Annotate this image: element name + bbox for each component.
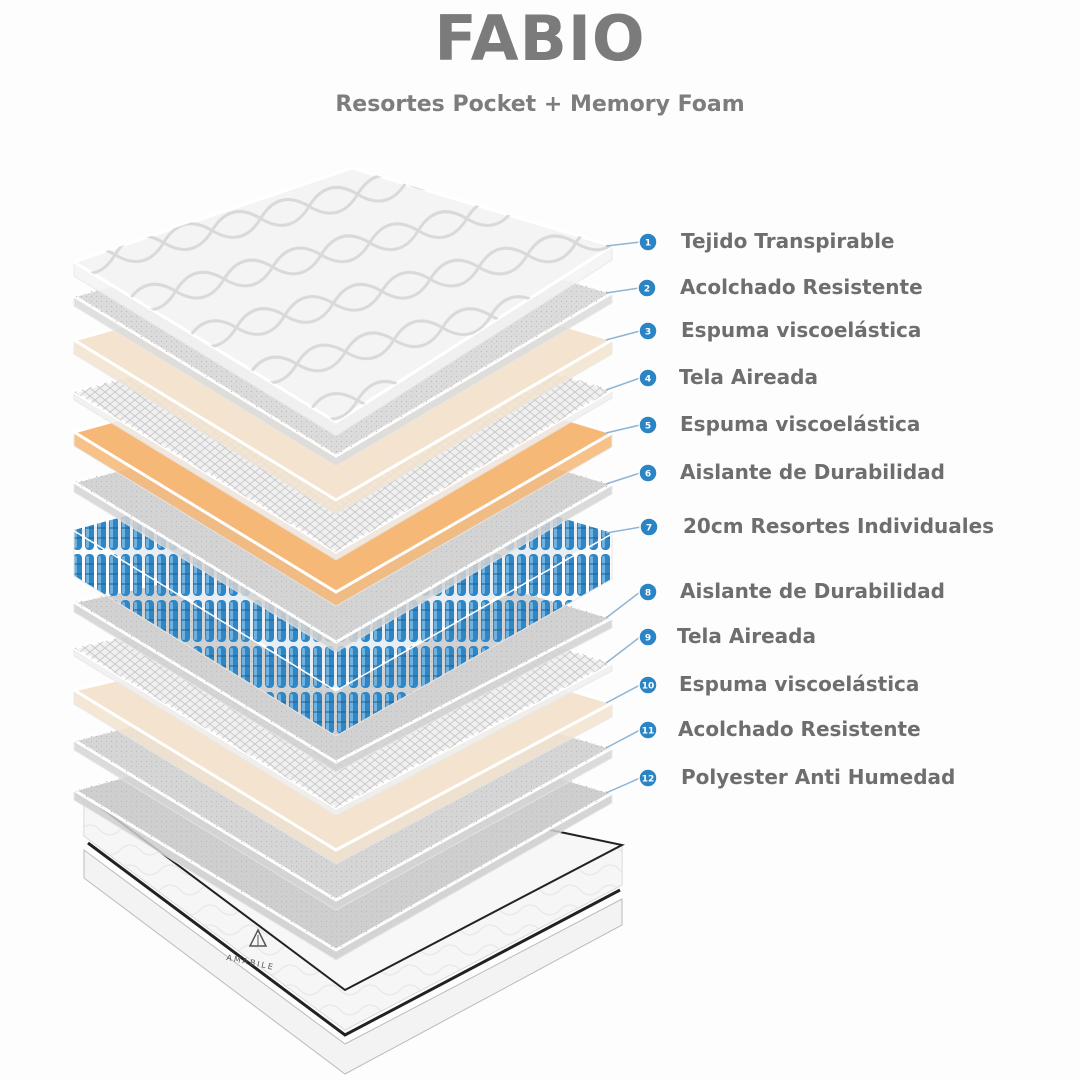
layer-badge-3 [638,321,658,341]
layer-badge-number: 11 [642,727,655,737]
layer-badge-5 [638,415,658,435]
leader-line-9 [605,636,641,664]
layer-label: Espuma viscoelástica [680,412,921,436]
layer-badge-10 [638,675,658,695]
layer-label: Aislante de Durabilidad [680,460,945,484]
layer-badge-7 [639,517,659,537]
layer-badge-number: 1 [645,239,651,249]
layer-badge-number: 10 [642,682,655,692]
leader-line-7 [605,526,642,534]
layer-badge-number: 8 [645,589,651,599]
layer-badge-9 [638,627,658,647]
brand-logo-icon [248,928,268,947]
layer-label: Tela Aireada [677,624,816,648]
layer-1-texture [74,168,612,422]
layer-badge-number: 3 [645,328,651,338]
layer-badge-number: 4 [645,375,651,385]
layer-label: Polyester Anti Humedad [681,765,956,789]
leader-line-11 [605,729,641,749]
layer-badge-number: 6 [645,470,651,480]
layer-badge-number: 2 [644,285,650,295]
layer-label: 20cm Resortes Individuales [683,514,995,538]
leader-line-6 [605,472,641,485]
leader-line-8 [605,591,641,619]
layer-badge-11 [638,720,658,740]
layer-badge-8 [638,582,658,602]
leader-line-12 [605,777,641,794]
leader-line-10 [605,684,641,704]
leader-line-4 [605,377,641,391]
layer-badge-12 [638,768,658,788]
layer-badge-number: 7 [646,524,652,534]
product-title: FABIO [434,2,646,75]
layer-label: Aislante de Durabilidad [680,579,945,603]
layer-label: Tejido Transpirable [681,229,895,253]
layer-badge-4 [638,368,658,388]
layer-badge-6 [638,463,658,483]
layer-label: Tela Aireada [679,365,818,389]
layer-label: Acolchado Resistente [680,275,923,299]
layer-label: Espuma viscoelástica [679,672,920,696]
layer-badge-2 [637,278,657,298]
layer-badge-number: 5 [645,422,651,432]
layer-badge-number: 12 [642,775,655,785]
leader-line-2 [605,287,640,294]
leader-line-3 [605,330,641,341]
layer-label: Acolchado Resistente [678,717,921,741]
layer-badge-number: 9 [645,634,651,644]
product-subtitle: Resortes Pocket + Memory Foam [335,92,745,117]
layer-badge-1 [638,232,658,252]
leader-line-1 [605,241,641,247]
leader-line-5 [605,424,641,434]
layer-label: Espuma viscoelástica [681,318,922,342]
